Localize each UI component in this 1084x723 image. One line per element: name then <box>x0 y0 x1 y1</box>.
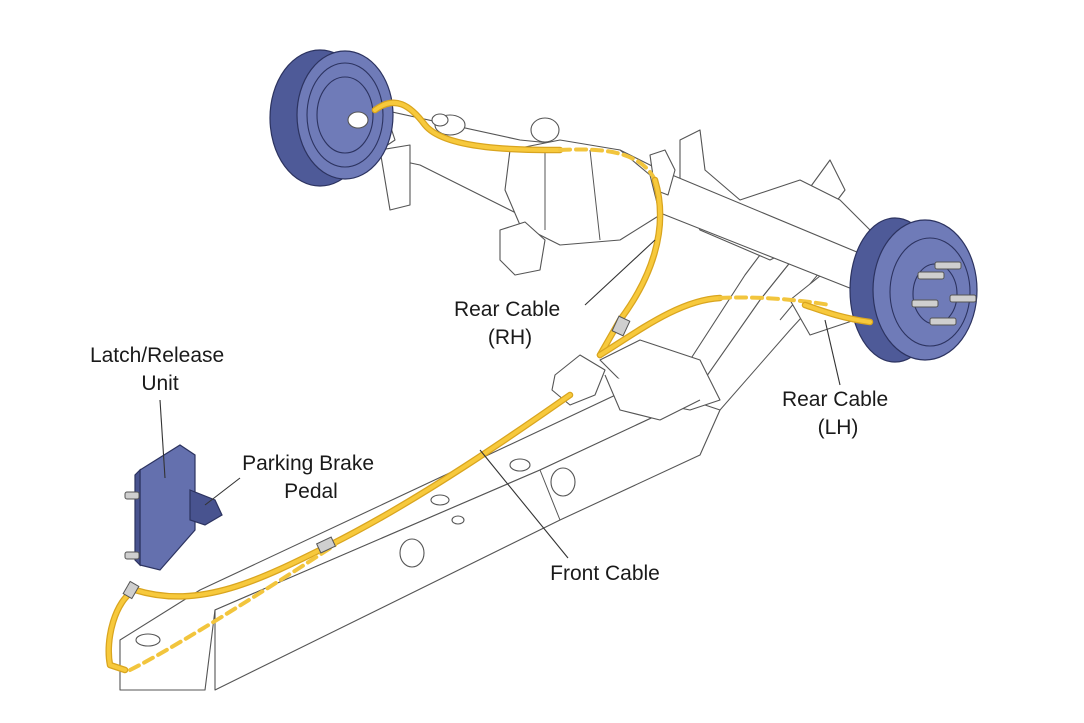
brake-drum-rear-left <box>849 217 978 363</box>
label-parking-brake-pedal-line1: Parking Brake <box>242 452 374 475</box>
label-rear-cable-lh-line2: (LH) <box>818 416 859 439</box>
wheel-studs <box>911 261 977 326</box>
label-parking-brake-pedal: Parking Brake Pedal <box>242 452 380 503</box>
brake-drum-rear-right <box>269 49 394 187</box>
cable-equalizer <box>551 354 606 406</box>
label-rear-cable-rh-line1: Rear Cable <box>454 298 560 321</box>
label-rear-cable-rh: Rear Cable (RH) <box>454 298 566 349</box>
latch-release-unit <box>124 444 196 571</box>
leader-rear-cable-rh <box>584 239 656 306</box>
cable-rear-rh <box>371 99 664 359</box>
cable-rear-lh <box>596 294 874 359</box>
frame-hole <box>451 515 465 525</box>
leader-parking-brake-pedal <box>204 477 241 506</box>
frame-hole <box>399 538 425 568</box>
label-rear-cable-lh-line1: Rear Cable <box>782 388 888 411</box>
leader-front-cable <box>479 449 569 559</box>
differential <box>504 139 661 246</box>
label-rear-cable-lh: Rear Cable (LH) <box>782 388 894 439</box>
frame-hole <box>509 458 531 472</box>
frame-hole <box>430 494 450 506</box>
parking-brake-pedal <box>189 489 223 526</box>
mount-stud <box>124 491 140 500</box>
label-rear-cable-rh-line2: (RH) <box>488 326 532 349</box>
mount-stud <box>124 551 140 560</box>
frame-hole <box>135 633 161 647</box>
label-parking-brake-pedal-line2: Pedal <box>284 480 338 503</box>
leader-rear-cable-lh <box>824 319 841 386</box>
pinion-yoke <box>499 221 546 276</box>
leader-latch-release-unit <box>159 399 166 479</box>
frame-hole <box>550 467 576 497</box>
label-latch-release-unit: Latch/Release Unit <box>90 344 230 395</box>
label-front-cable: Front Cable <box>550 562 660 585</box>
label-latch-release-unit-line1: Latch/Release <box>90 344 224 367</box>
cable-front <box>105 391 574 674</box>
label-latch-release-unit-line2: Unit <box>141 372 179 395</box>
